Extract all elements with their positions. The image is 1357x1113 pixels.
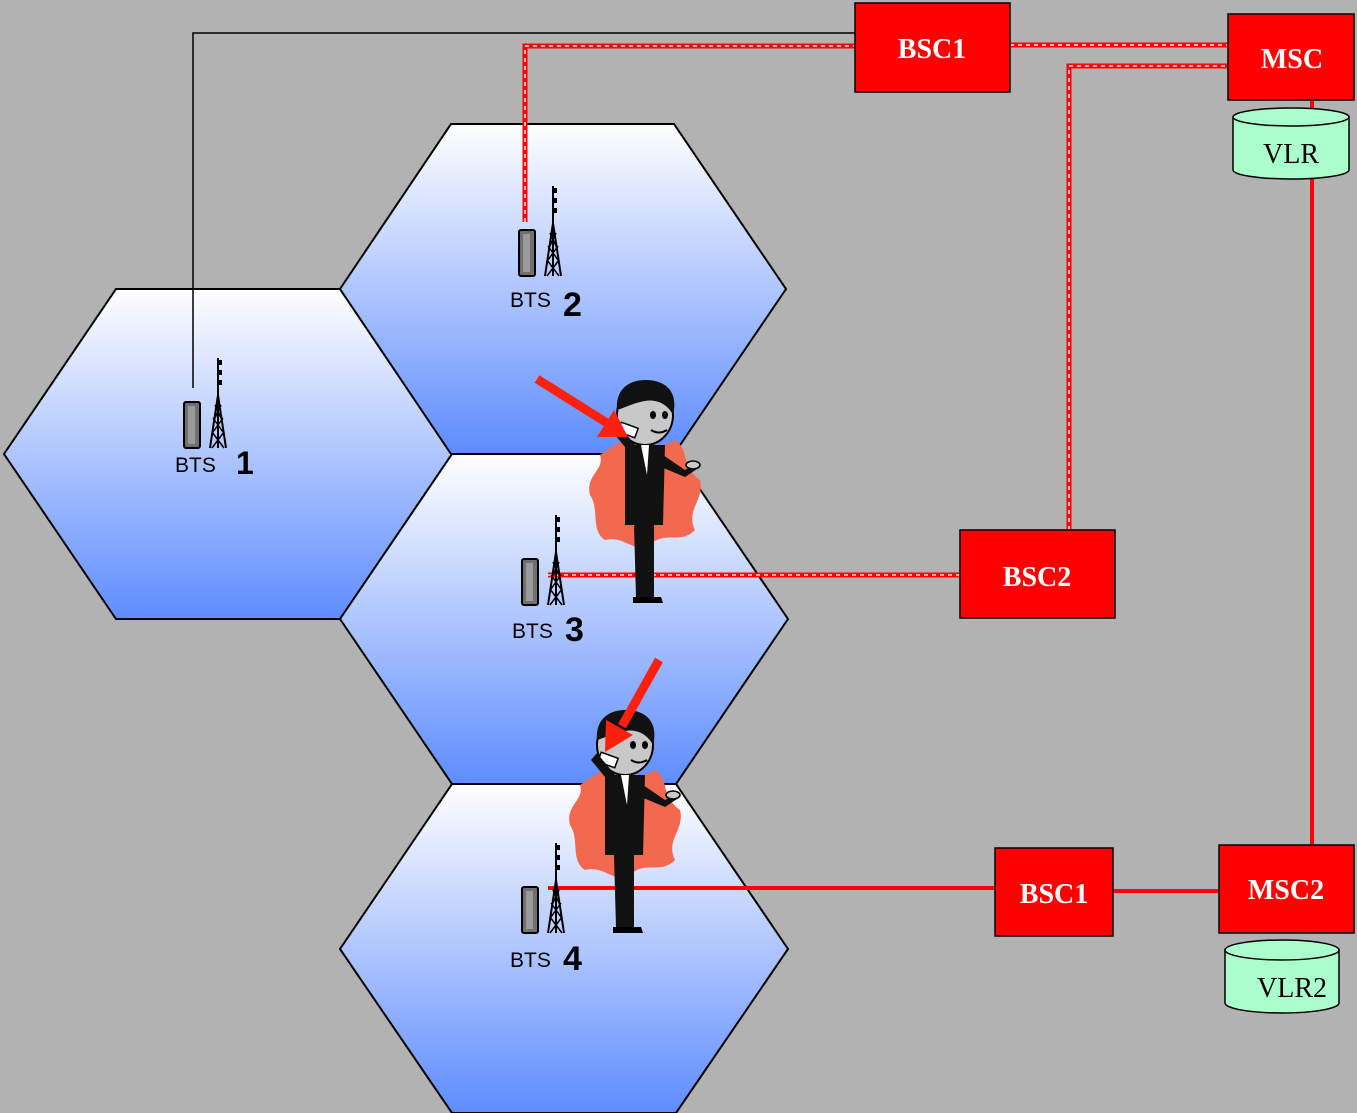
- bts-3-number: 3: [565, 611, 584, 649]
- bsc1-top-label: BSC1: [898, 34, 966, 65]
- bts-3-label: BTS: [512, 620, 553, 643]
- cell-4-hexagon: [338, 783, 790, 1113]
- vlr-label: VLR: [1263, 139, 1319, 170]
- bsc1-top-node: BSC1: [854, 2, 1011, 93]
- vlr-database: VLR: [1232, 107, 1350, 180]
- msc-node: MSC: [1227, 13, 1355, 101]
- bts-2-number: 2: [563, 286, 582, 324]
- bsc2-node: BSC2: [959, 529, 1116, 619]
- bsc1-bottom-label: BSC1: [1020, 879, 1088, 910]
- bsc2-label: BSC2: [1003, 562, 1071, 593]
- bts-1-number: 1: [236, 445, 254, 481]
- handover-arrow-icon: [534, 375, 628, 437]
- link-bts1-bsc1: [192, 32, 855, 388]
- link-bsc2-msc: [1066, 63, 1228, 530]
- handover-arrow-icon: [605, 657, 663, 752]
- msc2-node: MSC2: [1218, 844, 1355, 934]
- vlr2-label: VLR2: [1257, 973, 1327, 1004]
- msc-label: MSC: [1261, 44, 1323, 75]
- bts-4-label: BTS: [510, 949, 551, 972]
- bts-1-label: BTS: [175, 454, 216, 477]
- vlr2-database: VLR2: [1224, 939, 1340, 1014]
- bts-2-label: BTS: [510, 289, 551, 312]
- bts-4-number: 4: [563, 940, 582, 978]
- bsc1-bottom-node: BSC1: [994, 847, 1114, 937]
- msc2-label: MSC2: [1248, 875, 1324, 906]
